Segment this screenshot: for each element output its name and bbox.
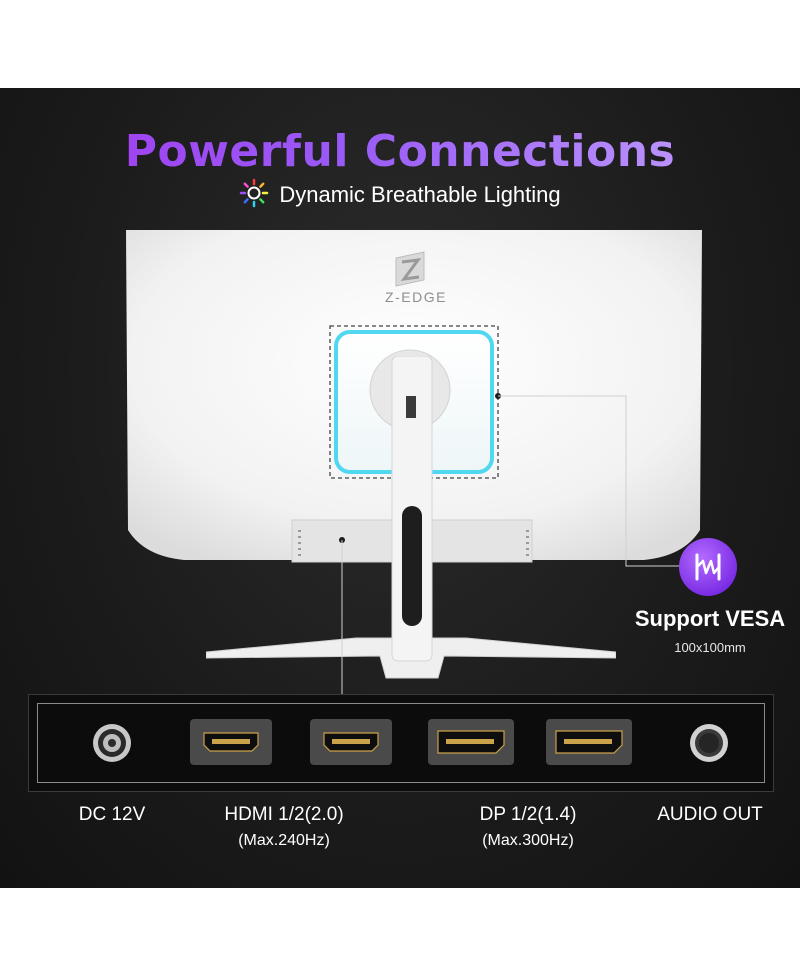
hdmi-port-label: HDMI 1/2(2.0)	[224, 804, 344, 825]
hdmi-port-icon	[310, 719, 392, 765]
rgb-light-icon	[239, 178, 269, 212]
vesa-badge	[679, 538, 737, 596]
io-leader-line	[339, 537, 345, 698]
z-edge-logo	[395, 251, 425, 287]
displayport-icon	[428, 719, 514, 765]
dp-refresh-label: (Max.300Hz)	[482, 832, 574, 849]
displayport-icon	[546, 719, 632, 765]
io-port-panel	[28, 694, 774, 792]
vesa-title: Support VESA	[634, 606, 786, 631]
brand-logo-text: Z-EDGE	[385, 289, 447, 305]
vesa-size: 100x100mm	[674, 640, 746, 655]
hdmi-refresh-label: (Max.240Hz)	[238, 832, 330, 849]
dc-port-icon	[93, 724, 131, 762]
page-title: Powerful Connections	[0, 126, 800, 177]
vesa-leader-line	[495, 393, 680, 567]
product-panel: Powerful Connections Dynamic Breathable …	[0, 88, 800, 888]
dp-port-label: DP 1/2(1.4)	[479, 804, 577, 825]
io-port-frame	[37, 703, 765, 783]
dc-port-label: DC 12V	[78, 804, 146, 825]
hdmi-port-icon	[190, 719, 272, 765]
vesa-mount-icon	[695, 553, 721, 581]
lighting-feature: Dynamic Breathable Lighting	[0, 178, 800, 212]
audio-port-label: AUDIO OUT	[657, 804, 763, 825]
stand-neck	[391, 356, 433, 662]
audio-jack-icon	[690, 724, 728, 762]
lighting-subtitle: Dynamic Breathable Lighting	[279, 182, 561, 207]
